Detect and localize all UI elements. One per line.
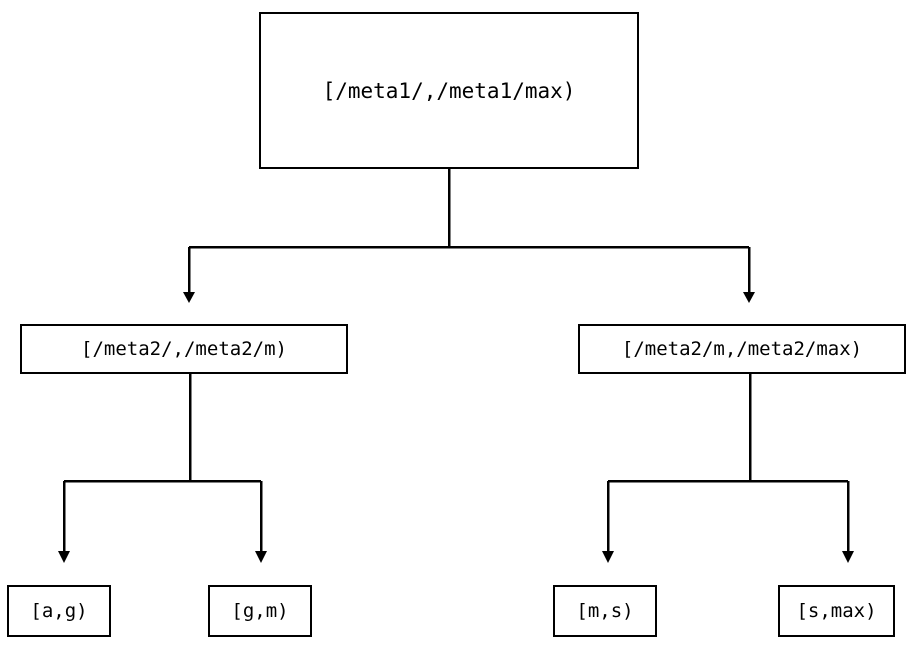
arrowhead-icon-mid-right-to-leaf3 — [842, 551, 854, 563]
tree-node-mid-left[interactable]: [/meta2/,/meta2/m) — [20, 324, 348, 374]
tree-node-leaf-g-m[interactable]: [g,m) — [208, 585, 312, 637]
tree-node-root[interactable]: [/meta1/,/meta1/max) — [259, 12, 639, 169]
tree-node-leaf-g-m-label: [g,m) — [231, 600, 289, 622]
tree-node-leaf-m-s-label: [m,s) — [576, 600, 634, 622]
tree-node-leaf-s-max-label: [s,max) — [796, 600, 877, 622]
tree-node-leaf-s-max[interactable]: [s,max) — [778, 585, 895, 637]
tree-node-mid-left-label: [/meta2/,/meta2/m) — [81, 338, 287, 360]
tree-node-leaf-a-g[interactable]: [a,g) — [7, 585, 111, 637]
arrowhead-icon-mid-left-to-leaf0 — [58, 551, 70, 563]
arrowhead-icon-root-to-mid-left — [183, 292, 195, 303]
arrowhead-icon-mid-right-to-leaf2 — [602, 551, 614, 563]
arrowhead-icon-mid-left-to-leaf1 — [255, 551, 267, 563]
tree-node-leaf-m-s[interactable]: [m,s) — [553, 585, 657, 637]
tree-node-mid-right-label: [/meta2/m,/meta2/max) — [621, 338, 863, 360]
tree-node-mid-right[interactable]: [/meta2/m,/meta2/max) — [578, 324, 906, 374]
tree-node-leaf-a-g-label: [a,g) — [30, 600, 88, 622]
tree-node-root-label: [/meta1/,/meta1/max) — [322, 78, 576, 103]
arrowhead-icon-root-to-mid-right — [743, 292, 755, 303]
